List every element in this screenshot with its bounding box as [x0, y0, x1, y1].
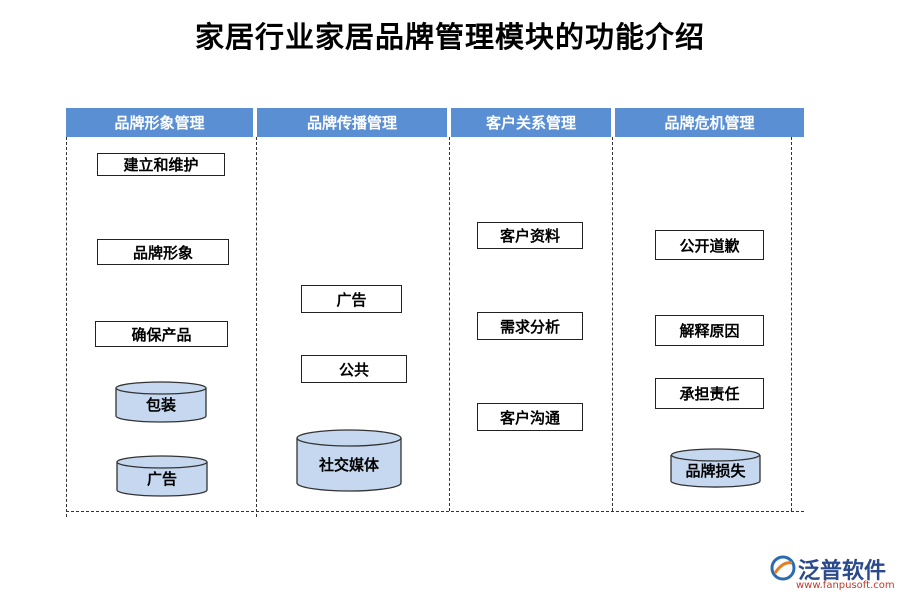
node-customer-data: 客户资料: [477, 222, 583, 249]
cylinder-label: 品牌损失: [685, 462, 746, 480]
cylinder-packaging: 包装: [115, 381, 207, 423]
column-header-customer-relations: 客户关系管理: [451, 108, 611, 137]
lane-bottom-line: [66, 511, 804, 512]
cylinder-advertising: 广告: [116, 455, 208, 497]
node-explain-reason: 解释原因: [655, 315, 764, 346]
node-public: 公共: [301, 355, 407, 383]
logo-url-text: www.fanpusoft.com: [796, 580, 895, 591]
node-brand-image: 品牌形象: [97, 239, 229, 265]
cylinder-social-media: 社交媒体: [296, 429, 402, 492]
column-header-brand-communication: 品牌传播管理: [257, 108, 447, 137]
cylinder-label: 广告: [146, 470, 177, 488]
node-public-apology: 公开道歉: [655, 230, 764, 260]
node-ensure-product: 确保产品: [95, 321, 228, 347]
lane-divider: [449, 137, 450, 511]
lane-divider: [612, 137, 613, 511]
node-build-maintain: 建立和维护: [97, 153, 225, 176]
lane-divider: [791, 137, 792, 511]
cylinder-label: 社交媒体: [318, 456, 379, 474]
node-take-responsibility: 承担责任: [655, 378, 764, 409]
lane-divider: [66, 137, 67, 517]
logo-brand-text: 泛普软件: [798, 559, 887, 584]
cylinder-label: 包装: [145, 396, 176, 414]
column-header-brand-crisis: 品牌危机管理: [615, 108, 804, 137]
cylinder-brand-loss: 品牌损失: [670, 448, 761, 488]
page-title: 家居行业家居品牌管理模块的功能介绍: [194, 20, 705, 54]
column-header-brand-image: 品牌形象管理: [66, 108, 253, 137]
brand-logo: 泛普软件 www.fanpusoft.com: [770, 553, 895, 593]
node-needs-analysis: 需求分析: [477, 312, 583, 340]
node-advertising: 广告: [301, 285, 402, 313]
node-customer-communication: 客户沟通: [477, 403, 583, 431]
lane-divider: [256, 137, 257, 517]
logo-icon: [770, 555, 796, 581]
